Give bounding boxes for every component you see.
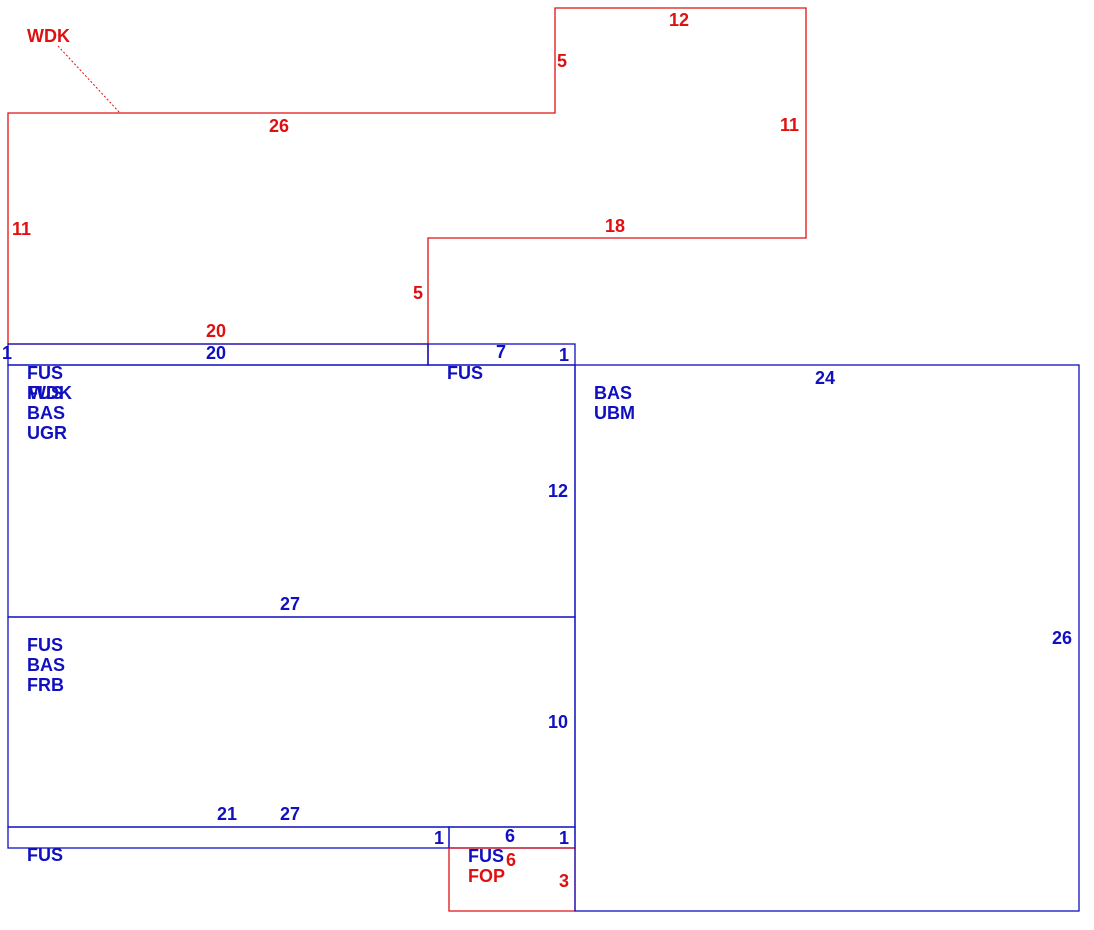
lower-room [7, 616, 576, 828]
lower-side-dim: 10 [548, 712, 568, 732]
fop-side-dim: 3 [559, 871, 569, 891]
bottom-strip-right-dim: 6 [505, 826, 515, 846]
upper-code-3: FUS [27, 383, 63, 403]
upper-bottom-dim: 27 [280, 594, 300, 614]
upper-right-strip-end-dim: 1 [559, 345, 569, 365]
lower-code-1: FUS [27, 635, 63, 655]
big-top-dim: 24 [815, 368, 835, 388]
bottom-strip-right-code: FUS [468, 846, 504, 866]
upper-side-dim: 12 [548, 481, 568, 501]
upper-code-1: FUS [27, 363, 63, 383]
big-code-2: UBM [594, 403, 635, 423]
wdk-dim-left: 11 [12, 219, 31, 239]
wdk-dim-mid: 18 [605, 216, 625, 236]
lower-code-2: BAS [27, 655, 65, 675]
upper-code-2: WDK [29, 383, 72, 403]
wdk-dim-top: 12 [669, 10, 689, 30]
big-code-1: BAS [594, 383, 632, 403]
big-side-dim: 26 [1052, 628, 1072, 648]
wdk-dim-right: 11 [780, 115, 799, 135]
wdk-dim-bottom: 20 [206, 321, 226, 341]
wdk-outline [7, 7, 807, 364]
lower-bottom-dim-a: 21 [217, 804, 237, 824]
upper-code-5: UGR [27, 423, 67, 443]
wdk-dim-step-down: 5 [413, 283, 423, 303]
upper-right-strip-code: FUS [447, 363, 483, 383]
wdk-name-label: WDK [27, 26, 70, 46]
upper-right-strip-dim: 7 [496, 342, 506, 362]
upper-left-strip-dim: 20 [206, 343, 226, 363]
fop-top-dim: 6 [506, 850, 516, 870]
big-room [574, 364, 1080, 912]
lower-code-3: FRB [27, 675, 64, 695]
upper-code-4: BAS [27, 403, 65, 423]
upper-left-strip-end-dim: 1 [2, 343, 12, 363]
bottom-strip-end-dim: 1 [434, 828, 444, 848]
fop-name: FOP [468, 866, 505, 886]
bottom-strip-code: FUS [27, 845, 63, 865]
lower-bottom-dim-b: 27 [280, 804, 300, 824]
upper-room [7, 364, 576, 618]
wdk-dim-upper: 26 [269, 116, 289, 136]
bottom-strip-right-end-dim: 1 [559, 828, 569, 848]
bottom-strip-left [7, 826, 450, 849]
wdk-leader-line [57, 45, 121, 114]
wdk-dim-step-up: 5 [557, 51, 567, 71]
